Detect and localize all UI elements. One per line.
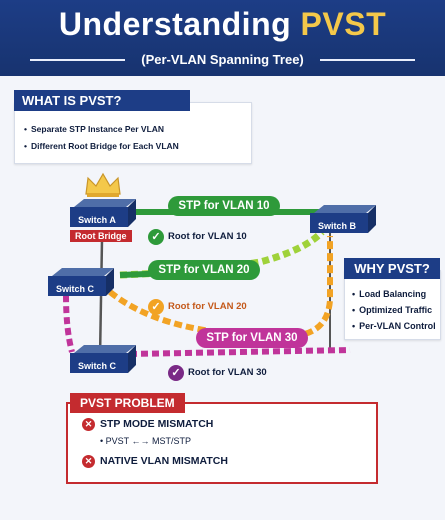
switch-c-bottom[interactable]: Switch C xyxy=(68,343,138,375)
what-is-heading: WHAT IS PVST? xyxy=(14,90,190,111)
switch-a-label: Switch A xyxy=(78,215,116,225)
stp-mismatch-detail: • PVST ←→ MST/STP xyxy=(100,436,192,446)
vlan20-pill: STP for VLAN 20 xyxy=(148,260,260,280)
problem-heading: PVST PROBLEM xyxy=(70,393,185,413)
cross-icon: ✕ xyxy=(82,418,95,431)
why-item: Load Balancing xyxy=(352,289,426,299)
why-heading: WHY PVST? xyxy=(344,258,440,279)
why-item: Optimized Traffic xyxy=(352,305,432,315)
check-icon: ✓ xyxy=(148,229,164,245)
title-prefix: Understanding xyxy=(58,6,301,42)
vlan30-orange-path xyxy=(108,236,333,339)
check-icon: ✓ xyxy=(148,299,164,315)
vlan30-pill: STP for VLAN 30 xyxy=(196,328,308,348)
switch-a[interactable]: Switch A xyxy=(68,197,138,229)
switch-b-icon xyxy=(310,205,376,233)
native-vlan-mismatch: NATIVE VLAN MISMATCH xyxy=(100,455,228,467)
header-banner xyxy=(0,0,445,76)
root-bridge-badge: Root Bridge xyxy=(70,230,132,242)
stp-mismatch-detail-text: PVST ←→ MST/STP xyxy=(105,436,192,446)
switch-c-bottom-icon xyxy=(70,345,136,373)
title-accent: PVST xyxy=(300,6,387,42)
problem-panel xyxy=(66,402,378,484)
switch-c-top-icon xyxy=(48,268,114,296)
link-a-c xyxy=(98,239,104,359)
page-title: Understanding PVST xyxy=(0,6,445,43)
switch-b-label: Switch B xyxy=(317,221,356,231)
page-subtitle: (Per-VLAN Spanning Tree) xyxy=(141,52,304,67)
why-item: Per-VLAN Control xyxy=(352,321,436,331)
what-is-item: Different Root Bridge for Each VLAN xyxy=(24,141,179,151)
switch-a-icon xyxy=(70,199,136,227)
root-vlan20-note: Root for VLAN 20 xyxy=(168,301,247,312)
check-icon: ✓ xyxy=(168,365,184,381)
subtitle-rule-left xyxy=(30,59,125,61)
vlan30-bottom-path xyxy=(129,347,351,357)
cross-icon: ✕ xyxy=(82,455,95,468)
root-vlan30-note: Root for VLAN 30 xyxy=(188,367,267,378)
vlan10-pill: STP for VLAN 10 xyxy=(168,196,280,216)
root-vlan10-note: Root for VLAN 10 xyxy=(168,231,247,242)
subtitle-rule-right xyxy=(320,59,415,61)
switch-b[interactable]: Switch B xyxy=(308,203,378,235)
vlan30-left-path xyxy=(63,294,75,353)
switch-c-top-label: Switch C xyxy=(55,284,94,294)
what-is-item: Separate STP Instance Per VLAN xyxy=(24,124,164,134)
crown-icon xyxy=(85,172,121,197)
switch-c-bottom-label: Switch C xyxy=(77,361,116,371)
stp-mode-mismatch: STP MODE MISMATCH xyxy=(100,418,214,430)
switch-c-top[interactable]: Switch C xyxy=(46,266,116,298)
